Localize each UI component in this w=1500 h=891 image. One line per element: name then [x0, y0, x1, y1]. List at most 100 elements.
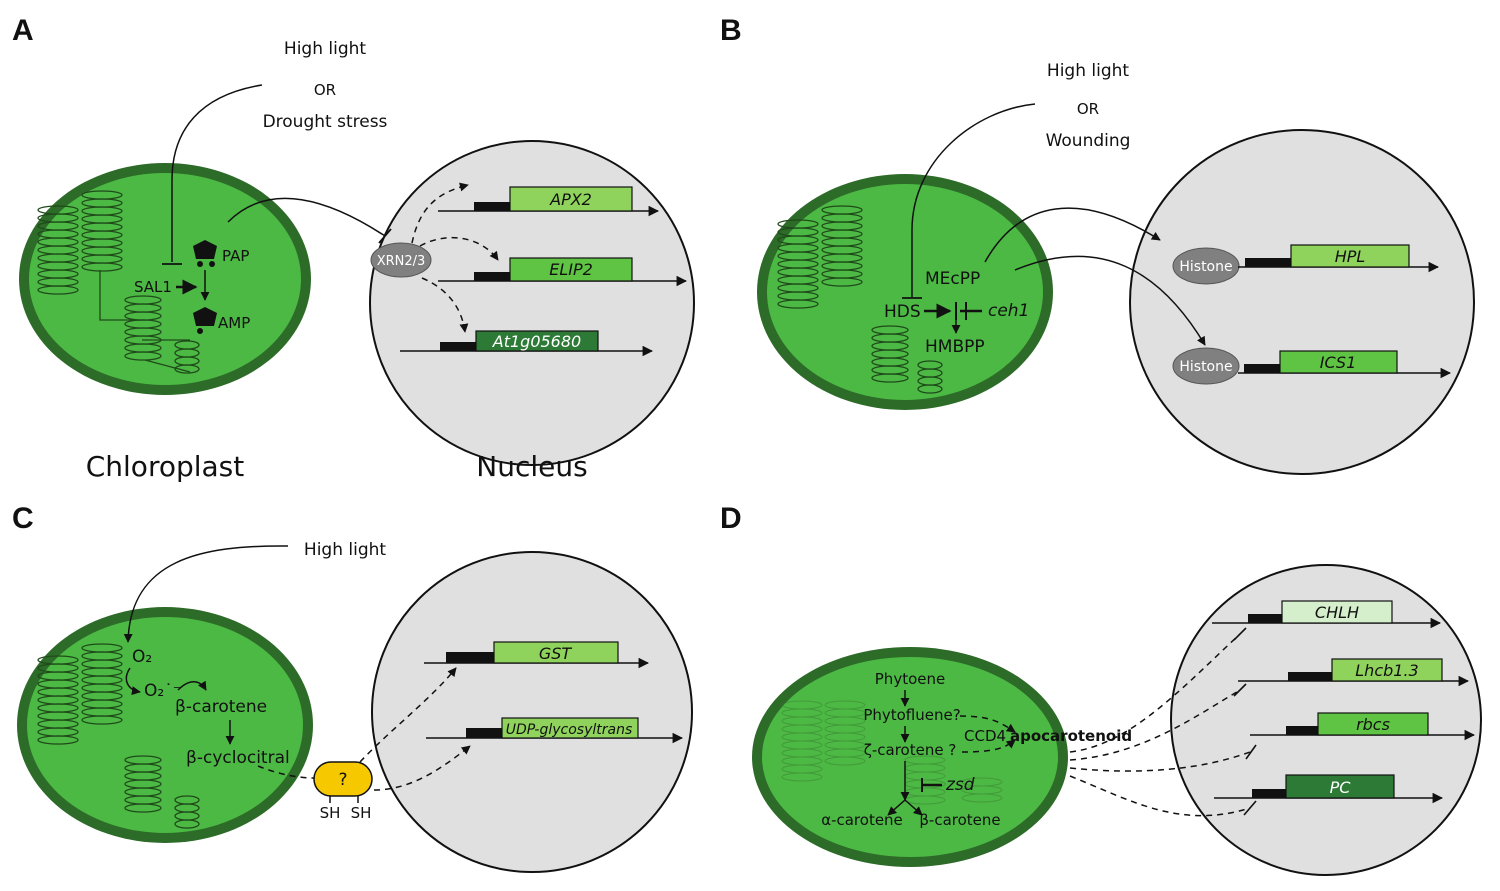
apo-to-chlh-line	[1069, 633, 1241, 753]
xrn-to-at1g-arrow	[421, 277, 469, 333]
to-acarotene-arrow	[887, 799, 906, 816]
xrn-pill	[370, 242, 432, 278]
xrn-to-apx2-arrow	[411, 182, 469, 244]
gene-elip2-label: ELIP2	[549, 260, 593, 279]
chloroplast-c	[27, 617, 303, 833]
thylakoid-stack-c	[37, 643, 200, 829]
zcarotene-label: ζ-carotene ?	[864, 741, 957, 759]
xrn-label: XRN2/3	[377, 254, 426, 269]
gene-pc-label: PC	[1330, 778, 1352, 797]
stress-wounding-b: Wounding	[1046, 131, 1131, 151]
pc-inhibit-bar	[1243, 800, 1257, 816]
pap-label: PAP	[222, 247, 249, 265]
gene-gst: GST	[424, 641, 650, 669]
zsd-label: zsd	[945, 775, 975, 795]
gene-hpl: HPL	[1238, 244, 1440, 273]
histone-pill-1	[1172, 247, 1240, 285]
panel-c-letter: C	[12, 502, 34, 535]
protein-to-gst-arrow	[359, 667, 457, 763]
mecpp-label: MEcPP	[925, 269, 980, 289]
gene-udp-label: UDP-glycosyltrans	[506, 722, 633, 738]
panel-b-letter: B	[720, 14, 742, 47]
chloroplast-d	[762, 657, 1058, 857]
pap-to-xrn-line	[227, 197, 386, 237]
amp-icon	[193, 307, 217, 334]
gene-rbcs: rbcs	[1250, 712, 1476, 741]
thylakoid-stack-b	[777, 205, 943, 394]
gene-apx2-label: APX2	[549, 190, 592, 209]
panel-c: C High light O₂ O₂˙⁻ β-carotene β-cycloc	[12, 502, 693, 873]
gene-gst-label: GST	[539, 644, 573, 663]
zcarotene-to-apo-arrow	[961, 739, 1016, 753]
gene-ics1: ICS1	[1238, 350, 1452, 379]
gene-elip2: ELIP2	[438, 257, 688, 287]
panel-a: A High light OR Drought stress	[12, 14, 695, 483]
stress-drought-a: Drought stress	[263, 112, 388, 132]
bcarotene-label-c: β-carotene	[175, 697, 267, 717]
nucleus-b	[1129, 129, 1475, 475]
histone-pill-2	[1172, 347, 1240, 385]
histone-label-2: Histone	[1179, 359, 1232, 375]
apo-to-pc-line	[1069, 775, 1251, 817]
phytofluene-label: Phytofluene?	[863, 706, 960, 724]
gene-udp-glycosyltrans: UDP-glycosyltrans	[426, 717, 684, 744]
amp-label: AMP	[218, 314, 250, 332]
o2-radical-label: O₂˙⁻	[144, 681, 182, 701]
gene-hpl-label: HPL	[1335, 247, 1366, 266]
lhcb-inhibit-bar	[1233, 683, 1247, 697]
unknown-protein-label: ?	[338, 770, 347, 790]
gene-pc: PC	[1214, 774, 1444, 804]
gene-rbcs-label: rbcs	[1356, 715, 1390, 734]
sal1-label: SAL1	[134, 278, 172, 296]
to-bcarotene-arrow	[904, 799, 923, 816]
sh-label-1: SH	[320, 804, 341, 822]
stress-high-light-c: High light	[304, 540, 386, 560]
histone-label-1: Histone	[1179, 259, 1232, 275]
bcyclocitral-to-protein-line	[257, 765, 315, 779]
gene-lhcb-label: Lhcb1.3	[1355, 661, 1418, 680]
gene-chlh-label: CHLH	[1315, 603, 1359, 622]
stress-or-b: OR	[1077, 100, 1099, 118]
inhibition-line-b	[911, 103, 1036, 297]
gene-ics1-label: ICS1	[1320, 353, 1357, 372]
chloroplast-a	[29, 173, 301, 385]
panel-d-letter: D	[720, 502, 742, 535]
chloroplast-caption: Chloroplast	[86, 450, 245, 483]
unknown-protein	[313, 761, 373, 797]
chlh-inhibit-bar	[1233, 627, 1247, 641]
pap-xrn-inhibition-bar	[378, 228, 392, 244]
radical-to-bcarotene-arrow	[177, 680, 207, 691]
protein-to-udp-arrow	[373, 745, 471, 791]
panel-b: B High light OR Wounding MEcPP HDS	[720, 14, 1475, 475]
apo-to-lhcb-line	[1069, 689, 1241, 761]
gene-apx2: APX2	[438, 186, 660, 217]
acarotene-label: α-carotene	[821, 811, 903, 829]
panel-a-letter: A	[12, 14, 34, 47]
bcarotene-label-d: β-carotene	[919, 811, 1000, 829]
gene-lhcb1-3: Lhcb1.3	[1238, 658, 1470, 687]
sh-label-2: SH	[351, 804, 372, 822]
panel-d: D Phytoene Phytofluene? ζ-carotene ? zsd	[720, 502, 1482, 876]
stress-high-light-a: High light	[284, 39, 366, 59]
hds-label: HDS	[884, 302, 921, 322]
o2-to-radical-arrow	[125, 667, 141, 696]
ccd4-label: CCD4	[964, 727, 1006, 745]
phytofluene-to-apo-arrow	[959, 715, 1016, 733]
gene-at1g05680-label: At1g05680	[492, 332, 581, 351]
apo-to-rbcs-line	[1069, 751, 1251, 772]
apocarotenoid-label: apocarotenoid	[1010, 727, 1132, 745]
ceh1-label: ceh1	[988, 301, 1029, 321]
light-to-o2-arrow	[123, 545, 289, 643]
phytoene-label: Phytoene	[875, 670, 945, 688]
nucleus-a	[369, 140, 695, 466]
gene-chlh: CHLH	[1212, 600, 1442, 629]
nucleus-caption: Nucleus	[476, 450, 587, 483]
rbcs-inhibit-bar	[1245, 744, 1257, 760]
pap-icon	[193, 240, 217, 267]
bcyclocitral-label: β-cyclocitral	[186, 748, 290, 768]
nucleus-c	[371, 551, 693, 873]
stress-high-light-b: High light	[1047, 61, 1129, 81]
mecpp-to-histone2-arrow	[1014, 255, 1206, 346]
hmbpp-label: HMBPP	[925, 337, 985, 357]
